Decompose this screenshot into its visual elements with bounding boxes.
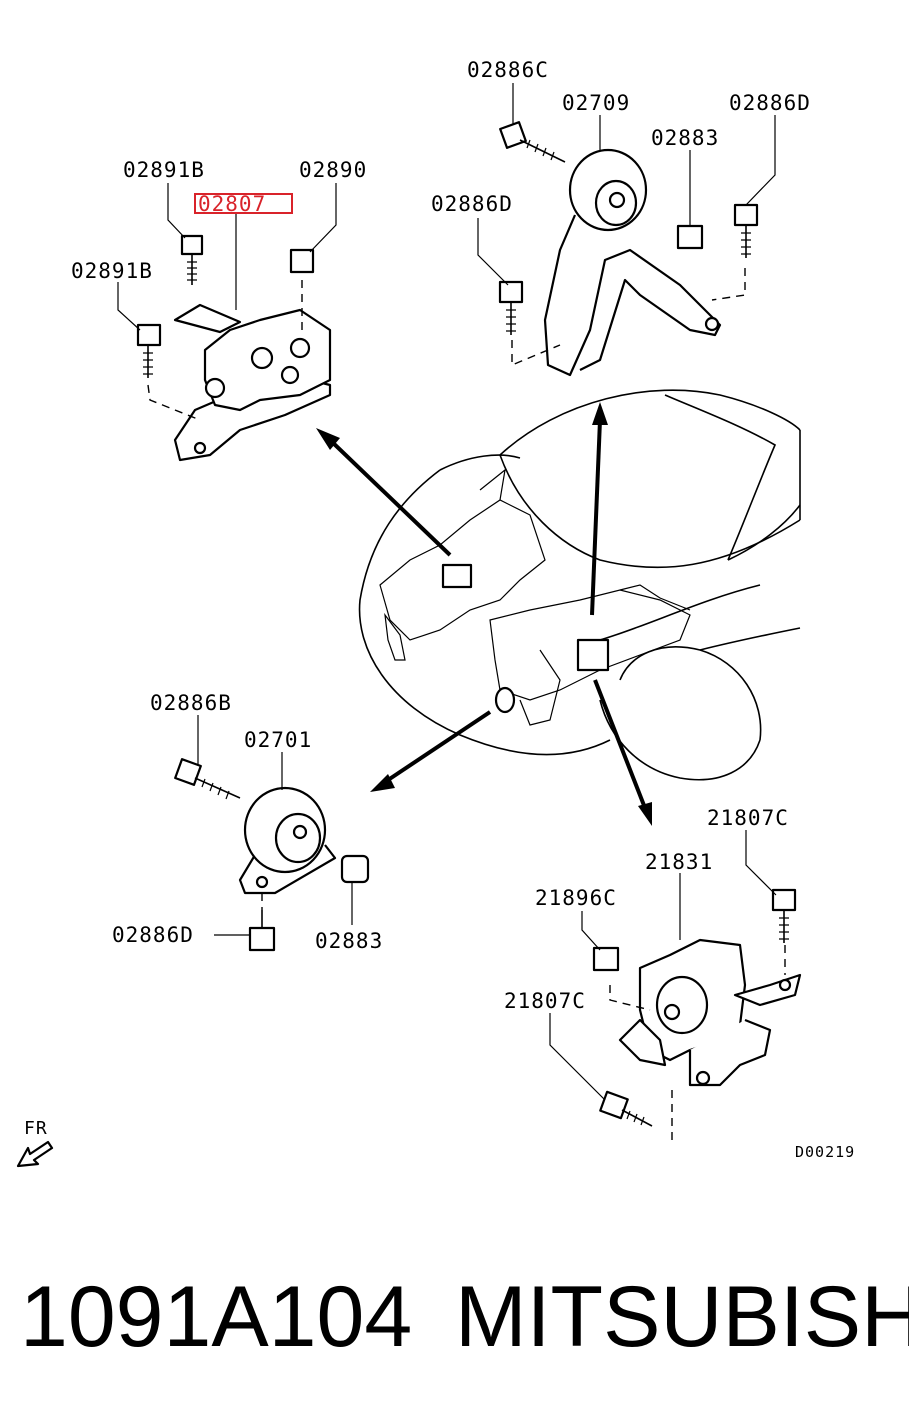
bolt-02886D-bottom bbox=[248, 910, 276, 952]
nut-02883-top bbox=[676, 224, 704, 250]
label-02709: 02709 bbox=[562, 91, 630, 115]
left-mount-location bbox=[441, 563, 473, 589]
bolt-02886C bbox=[499, 121, 566, 163]
bolt-02886D-top-left bbox=[498, 280, 524, 335]
label-02886D-top: 02886D bbox=[729, 91, 811, 115]
label-21896C: 21896C bbox=[535, 886, 617, 910]
brand-name: MITSUBISHI bbox=[455, 1269, 909, 1365]
label-21807C-b: 21807C bbox=[504, 989, 586, 1013]
label-02701: 02701 bbox=[244, 728, 312, 752]
label-02886D-left: 02886D bbox=[431, 192, 513, 216]
vehicle-outline bbox=[358, 389, 801, 781]
label-21831: 21831 bbox=[645, 850, 713, 874]
front-mount-location bbox=[494, 686, 516, 714]
label-02886C: 02886C bbox=[467, 58, 549, 82]
label-02890: 02890 bbox=[299, 158, 367, 182]
bolt-02891B-a bbox=[180, 234, 204, 285]
front-arrow-icon bbox=[16, 1140, 54, 1168]
label-21807C-a: 21807C bbox=[707, 806, 789, 830]
label-02891B-b: 02891B bbox=[71, 259, 153, 283]
bolt-02886D-top-right bbox=[733, 203, 759, 258]
label-02883-bottom: 02883 bbox=[315, 929, 383, 953]
pointer-arrows bbox=[316, 402, 652, 826]
bolt-21807C-b bbox=[599, 1090, 653, 1127]
engine-mount-bottom-right bbox=[609, 938, 802, 1140]
front-direction-indicator: FR bbox=[16, 1118, 54, 1168]
part-number: 1091A104 bbox=[20, 1269, 413, 1365]
label-02886D-bottom: 02886D bbox=[112, 923, 194, 947]
nut-21896C bbox=[592, 946, 620, 972]
transmission-mount-left bbox=[147, 280, 332, 462]
label-02891B-a: 02891B bbox=[123, 158, 205, 182]
bolt-21807C-a bbox=[771, 888, 797, 943]
front-mount-bottom-left bbox=[238, 786, 337, 910]
highlight-box-02807 bbox=[194, 193, 293, 214]
leader-lines bbox=[117, 83, 777, 1101]
nut-02883-bottom bbox=[340, 854, 370, 884]
direction-label: FR bbox=[24, 1118, 48, 1139]
footer-banner: 1091A104 MITSUBISHI bbox=[0, 1250, 909, 1390]
label-02883-top: 02883 bbox=[651, 126, 719, 150]
label-02886B: 02886B bbox=[150, 691, 232, 715]
bolt-02891B-b bbox=[136, 323, 162, 378]
bolt-02886B bbox=[174, 758, 241, 800]
part-labels: 02886C 02709 02886D 02883 02891B 02890 0… bbox=[71, 58, 811, 1013]
right-mount-location bbox=[576, 638, 610, 672]
nut-02890 bbox=[289, 248, 315, 274]
engine-roll-stopper-top bbox=[511, 148, 746, 377]
diagram-code: D00219 bbox=[795, 1143, 855, 1161]
